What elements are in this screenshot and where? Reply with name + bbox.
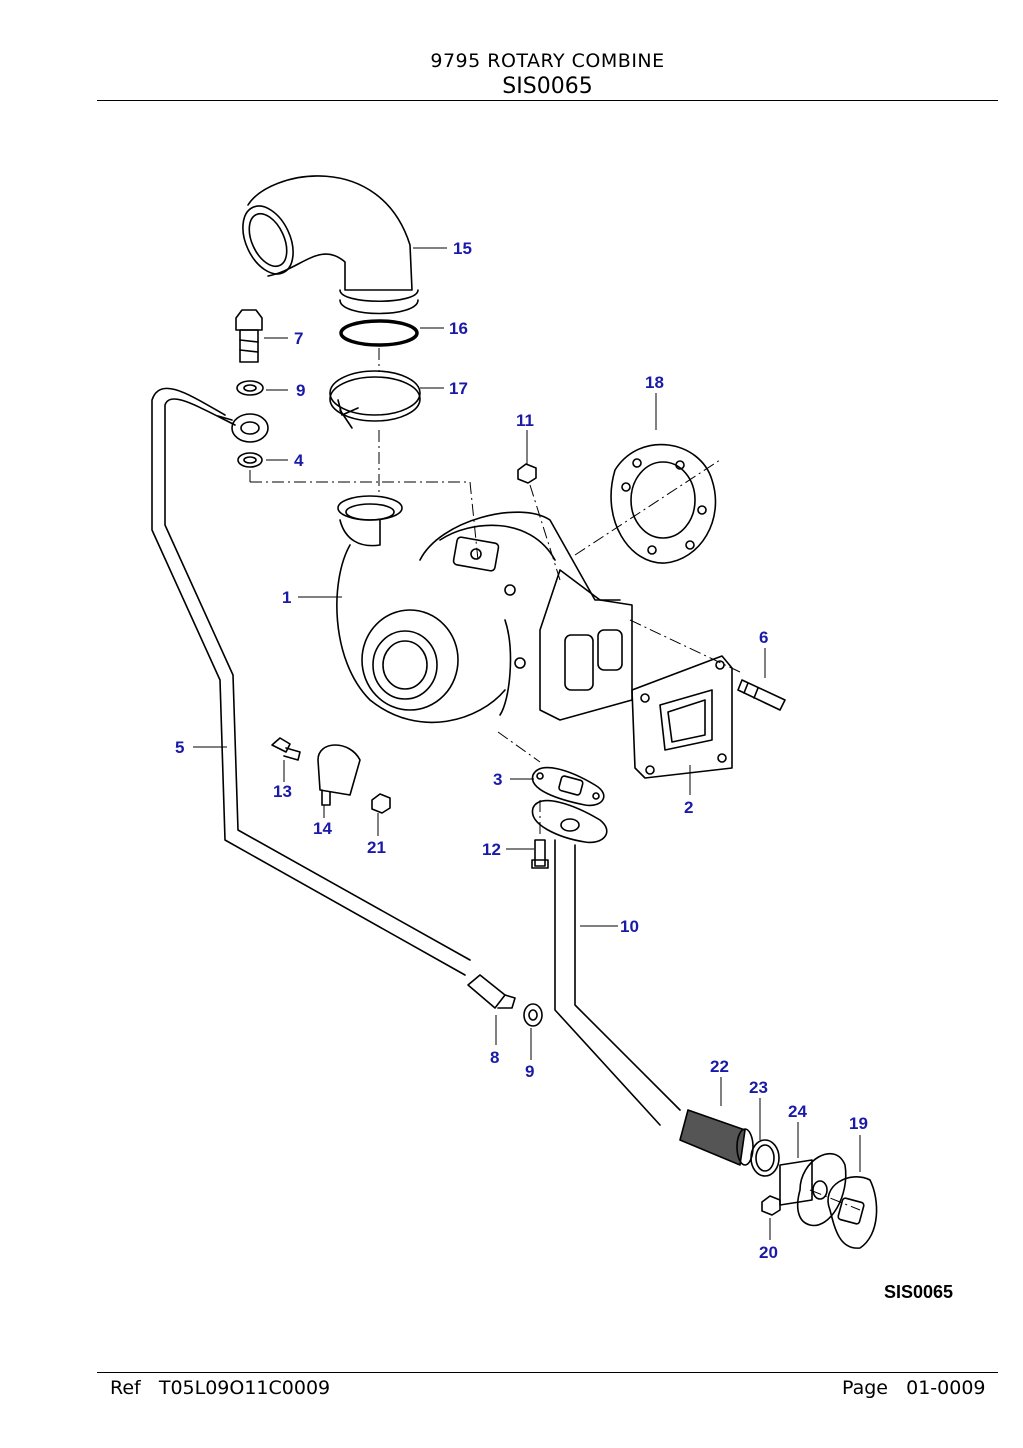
banjo-bolt-part — [235, 309, 263, 363]
union-fitting-part — [467, 974, 516, 1009]
washer-part — [236, 380, 264, 396]
footer-reference: Ref T05L09O11C0009 — [110, 1377, 331, 1399]
callout-18: 18 — [645, 373, 664, 392]
callout-15: 15 — [453, 239, 472, 258]
callout-12: 12 — [482, 840, 501, 859]
elbow-hose-part — [242, 175, 419, 315]
document-code: SIS0065 — [502, 74, 593, 99]
exhaust-gasket-part — [610, 443, 717, 564]
callout-7: 7 — [294, 329, 304, 348]
washer-part — [237, 452, 263, 468]
bolt-part — [271, 737, 301, 761]
nut-part — [371, 793, 391, 814]
hose-clamp-part — [750, 1139, 780, 1177]
diagram-sheet-code: SIS0065 — [884, 1282, 954, 1302]
callout-17: 17 — [449, 379, 468, 398]
drain-flange-part — [531, 799, 608, 844]
callout-24: 24 — [788, 1102, 807, 1121]
callout-22: 22 — [710, 1057, 729, 1076]
callout-3: 3 — [493, 770, 503, 789]
document-title: 9795 ROTARY COMBINE — [430, 50, 665, 72]
leader-lines — [193, 247, 861, 1240]
footer-page-number: Page 01-0009 — [842, 1377, 986, 1399]
banjo-fitting-part — [217, 413, 269, 443]
callout-9-lower: 9 — [525, 1062, 535, 1081]
drain-gasket-part — [531, 766, 605, 807]
callout-9-upper: 9 — [296, 381, 306, 400]
header-rule — [97, 100, 998, 101]
callout-10: 10 — [620, 917, 639, 936]
pipe-clip-part — [317, 744, 361, 806]
footer-rule — [97, 1372, 998, 1373]
callout-5: 5 — [175, 738, 185, 757]
callout-23: 23 — [749, 1078, 768, 1097]
callout-2: 2 — [684, 798, 694, 817]
callout-14: 14 — [313, 819, 332, 838]
callout-21: 21 — [367, 838, 386, 857]
drain-outlet-flange-part — [779, 1152, 847, 1227]
callout-19: 19 — [849, 1114, 868, 1133]
nut-part — [761, 1195, 781, 1216]
nut-part — [517, 463, 537, 484]
turbocharger-part — [336, 495, 633, 724]
callout-1: 1 — [282, 588, 292, 607]
washer-part — [523, 1003, 543, 1027]
drain-gasket-part — [827, 1176, 878, 1249]
callout-6: 6 — [759, 628, 769, 647]
callout-11: 11 — [516, 411, 534, 430]
drain-hose-part — [679, 1109, 754, 1166]
hose-clamp-part — [329, 370, 421, 429]
callout-20: 20 — [759, 1243, 778, 1262]
oil-feed-pipe-part — [151, 387, 466, 976]
stud-part — [737, 679, 786, 711]
o-ring-part — [339, 319, 419, 347]
callout-4: 4 — [294, 451, 304, 470]
callout-13: 13 — [273, 782, 292, 801]
callout-16: 16 — [449, 319, 468, 338]
center-lines — [249, 348, 861, 1211]
flange-gasket-part — [631, 655, 733, 779]
bolt-part — [531, 839, 549, 869]
oil-drain-pipe-part — [554, 839, 661, 1126]
callout-8: 8 — [490, 1048, 500, 1067]
